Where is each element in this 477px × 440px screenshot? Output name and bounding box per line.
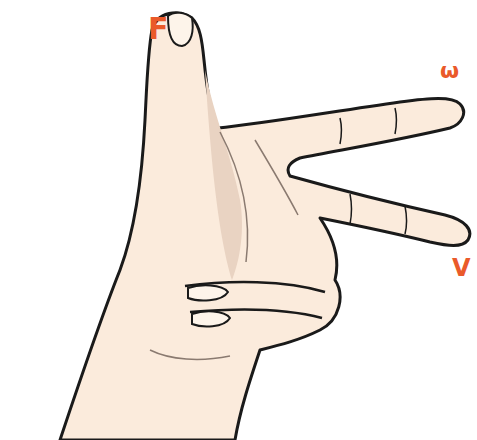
finger-crease — [340, 108, 397, 144]
vector-label: F — [148, 14, 169, 44]
palm-crease — [220, 132, 248, 262]
palm-shading — [205, 70, 242, 280]
vector-label: V — [452, 256, 471, 280]
thumb-nail — [168, 13, 193, 46]
finger-nail — [192, 311, 230, 326]
palm-crease — [255, 140, 298, 215]
hand-silhouette — [60, 13, 470, 440]
vector-label: ω — [440, 60, 459, 82]
finger-crease — [350, 194, 407, 234]
wrist-line — [150, 350, 230, 359]
finger-nail — [188, 285, 228, 300]
